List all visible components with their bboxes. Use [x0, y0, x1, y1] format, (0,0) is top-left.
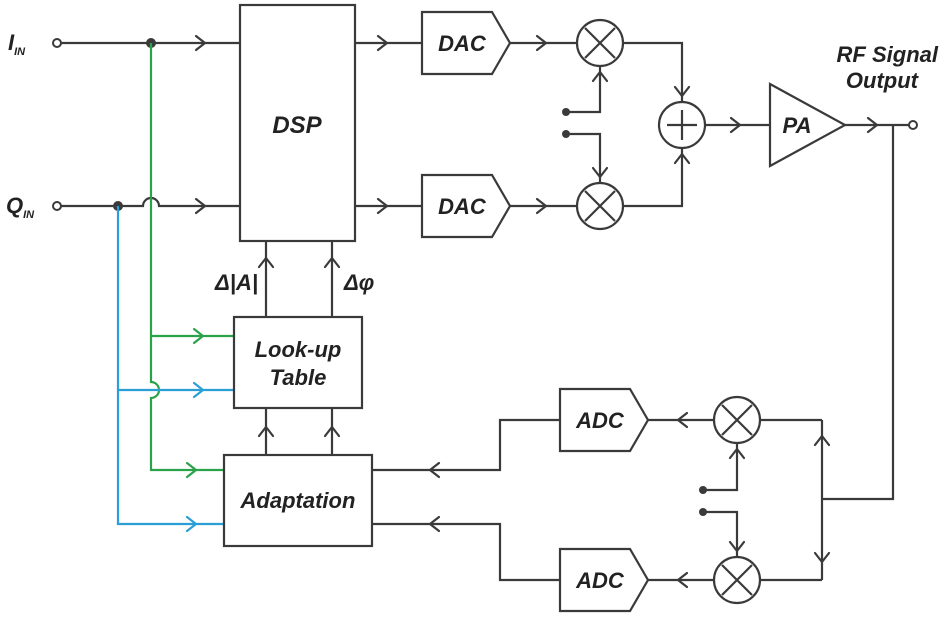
feedback-split-up-arrow — [813, 434, 831, 447]
i-input-label: IIN — [8, 30, 26, 58]
lookup-table-label-line2: Table — [270, 365, 327, 390]
lookup-table-label-line1: Look-up — [255, 337, 342, 362]
tx-lo-q-arrow — [591, 166, 609, 179]
adc-bottom-to-adapt-arrow — [428, 515, 441, 533]
adc-bottom-to-adapt-wire — [372, 522, 560, 582]
rf-output-label-line1: RF Signal — [837, 42, 939, 67]
q-branch-adapt-arrow — [185, 515, 198, 533]
dac-bottom-label: DAC — [438, 194, 487, 219]
rx-lo-q-wire — [703, 510, 739, 557]
dsp-block — [238, 3, 357, 243]
rx-mixer-bottom-cross-icon — [721, 564, 753, 596]
tx-mixer-bottom-cross-icon — [584, 190, 616, 222]
delta-amplitude-label: Δ|A| — [214, 270, 258, 295]
rf-output-label-line2: Output — [846, 68, 920, 93]
mixer-top-to-sum-wire — [623, 41, 684, 102]
adc-top-to-adapt-arrow — [428, 461, 441, 479]
rx-lo-q-arrow — [728, 540, 746, 553]
lut-to-dsp-amplitude-arrow — [257, 256, 275, 269]
mixer-top-to-sum-arrow — [673, 85, 691, 98]
tx-lo-i-wire — [566, 66, 602, 114]
i-input-port — [52, 38, 62, 48]
q-branch-lut-arrow — [192, 381, 205, 399]
q-input-port — [52, 201, 62, 211]
dsp-to-dac-bottom-arrow — [376, 197, 389, 215]
adaptation-label: Adaptation — [240, 488, 356, 513]
delta-phase-label: Δφ — [343, 270, 374, 295]
adapt-to-lut-left-arrow — [257, 425, 275, 438]
q-input-arrow — [194, 197, 207, 215]
tx-lo-i-arrow — [591, 70, 609, 83]
i-branch-adapt-arrow — [185, 461, 198, 479]
dac-top-label: DAC — [438, 31, 487, 56]
adc-top-label: ADC — [575, 408, 625, 433]
mixer-bottom-to-sum-wire — [623, 148, 684, 208]
lut-to-dsp-phase-arrow — [323, 256, 341, 269]
rx-mixer-top-to-adc-arrow — [676, 411, 689, 429]
dsp-to-dac-top-arrow — [376, 34, 389, 52]
dac-top-to-mixer-arrow — [535, 34, 548, 52]
adc-top-block — [558, 387, 650, 453]
rx-mixer-top-cross-icon — [721, 404, 753, 436]
rx-lo-i-wire — [703, 443, 739, 492]
adaptation-block — [222, 453, 374, 548]
rx-lo-i-arrow — [728, 447, 746, 460]
q-branch-wire — [116, 206, 224, 526]
tx-mixer-top-cross-icon — [584, 27, 616, 59]
tx-lo-q-wire — [566, 132, 602, 183]
dac-bottom-to-mixer-arrow — [535, 197, 548, 215]
dac-top-block — [420, 10, 512, 76]
adc-bottom-block — [558, 547, 650, 613]
feedback-split-down-arrow — [813, 551, 831, 564]
adc-top-to-adapt-wire — [372, 418, 560, 472]
pa-block — [768, 82, 848, 168]
mixer-bottom-to-sum-arrow — [673, 152, 691, 165]
summer-plus-icon — [667, 110, 697, 140]
i-branch-wire — [149, 43, 224, 472]
adapt-to-lut-right-arrow — [323, 425, 341, 438]
pa-output-arrow — [866, 116, 879, 134]
sum-to-pa-arrow — [729, 116, 742, 134]
feedback-tap-wire — [822, 125, 895, 501]
dsp-label: DSP — [272, 112, 322, 139]
dac-bottom-block — [420, 173, 512, 239]
adc-bottom-label: ADC — [575, 568, 625, 593]
i-branch-lut-arrow — [192, 327, 205, 345]
rf-output-port — [908, 120, 918, 130]
rx-mixer-bottom-to-adc-arrow — [676, 571, 689, 589]
pa-label: PA — [783, 113, 812, 138]
lookup-table-block — [232, 315, 364, 410]
q-input-label: QIN — [6, 193, 35, 221]
i-input-arrow — [194, 34, 207, 52]
